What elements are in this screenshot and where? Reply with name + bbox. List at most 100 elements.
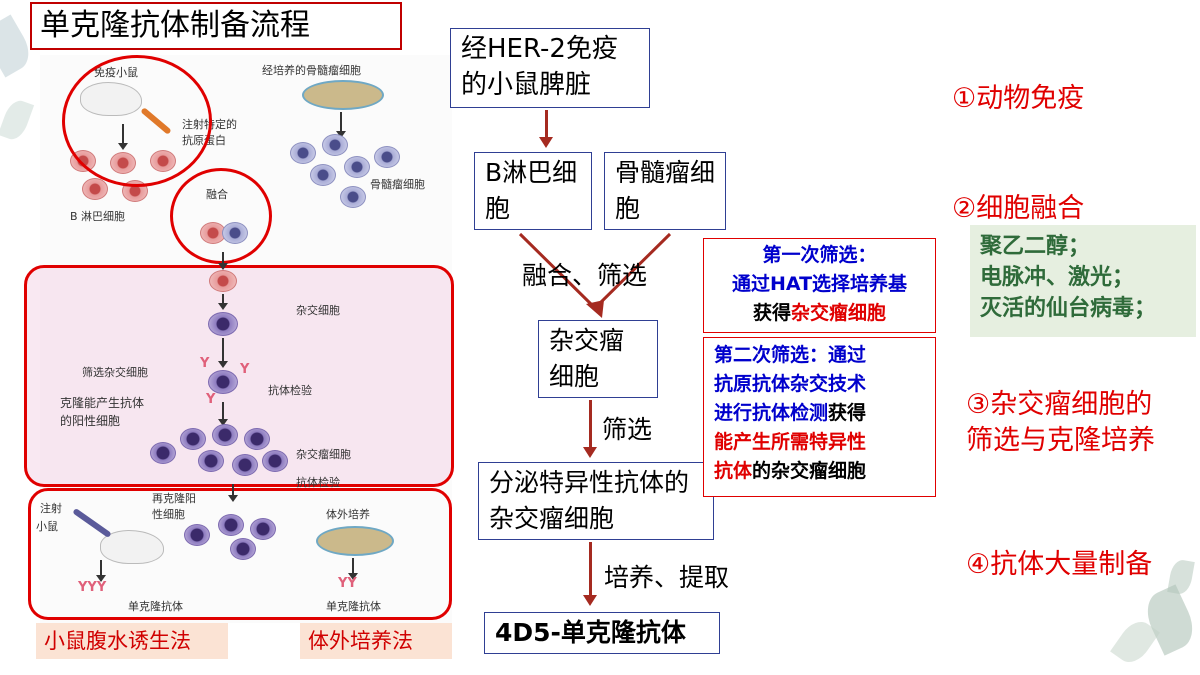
- flow-final-box: 4D5-单克隆抗体: [484, 612, 720, 654]
- hybridoma-cell: [198, 450, 224, 472]
- flow-myeloma-box: 骨髓瘤细胞: [604, 152, 726, 230]
- second-screening-line2: 抗原抗体杂交技术: [714, 373, 867, 395]
- second-screening-box: 第二次筛选：通过 抗原抗体杂交技术 进行抗体检测获得 能产生所需特异性 抗体的杂…: [703, 337, 936, 497]
- myeloma-cell: [290, 142, 316, 164]
- label-hybrid-cells: 杂交细胞: [296, 304, 340, 317]
- hybridoma-cell: [150, 442, 176, 464]
- flow-fusion-arrows: [518, 232, 672, 318]
- arrow-dish-antibody: [348, 558, 358, 580]
- label-clone-positive-2: 的阳性细胞: [60, 414, 121, 428]
- first-screening-line3: 获得杂交瘤细胞: [704, 299, 935, 328]
- myeloma-cell: [340, 186, 366, 208]
- label-inject-mouse-2: 小鼠: [36, 520, 58, 533]
- second-screening-line1: 第二次筛选：通过: [714, 344, 867, 366]
- second-screening-hybridoma: 的杂交瘤细胞: [752, 460, 867, 482]
- fusion-method-electric: 电脉冲、激光；: [980, 265, 1135, 290]
- arrow-screen-down: [218, 338, 228, 368]
- second-screening-obtain: 获得: [828, 402, 867, 424]
- fusion-method-virus: 灭活的仙台病毒；: [980, 296, 1157, 321]
- positive-cell: [230, 538, 256, 560]
- first-screening-box: 第一次筛选： 通过HAT选择培养基 获得杂交瘤细胞: [703, 238, 936, 333]
- method-in-vitro-label: 体外培养法: [300, 623, 452, 659]
- hybrid-cell: [208, 312, 238, 336]
- arrow-clone-down: [218, 402, 228, 426]
- antibody-icon: Y: [200, 356, 210, 371]
- flow-specific-hybridoma-box: 分泌特异性抗体的杂交瘤细胞: [478, 462, 714, 540]
- myeloma-cell: [344, 156, 370, 178]
- second-screening-line5: 抗体的杂交瘤细胞: [714, 457, 935, 486]
- flow-myeloma-text: 骨髓瘤细胞: [615, 158, 716, 223]
- flow-specific-hybridoma-text: 分泌特异性抗体的杂交瘤细胞: [489, 468, 690, 533]
- second-screening-line4: 能产生所需特异性: [714, 431, 867, 453]
- label-hybridoma-cells: 杂交瘤细胞: [296, 448, 351, 461]
- flow-arrow-spleen: [539, 110, 553, 148]
- leaf-decoration-top-left-2: [0, 97, 35, 143]
- second-screening-line3: 进行抗体检测获得: [714, 399, 935, 428]
- mouse-icon: [100, 530, 164, 564]
- antibody-icon: YY: [338, 576, 357, 591]
- label-screen-hybrid: 筛选杂交细胞: [82, 366, 148, 379]
- first-screening-result: 杂交瘤细胞: [791, 302, 887, 324]
- step-3-label-line2: 筛选与克隆培养: [966, 425, 1155, 456]
- fusion-methods-box: 聚乙二醇； 电脉冲、激光； 灭活的仙台病毒；: [970, 225, 1196, 337]
- highlight-circle-fusion: [170, 168, 272, 264]
- antibody-icon: YYY: [78, 580, 107, 595]
- first-screening-obtain: 获得: [752, 302, 791, 324]
- hybridoma-cell: [262, 450, 288, 472]
- flow-b-cell-box: B淋巴细胞: [474, 152, 592, 230]
- label-cultured-myeloma: 经培养的骨髓瘤细胞: [262, 64, 361, 77]
- positive-cell: [218, 514, 244, 536]
- antibody-icon: Y: [240, 362, 250, 377]
- label-antibody-test-2: 抗体检验: [296, 476, 340, 489]
- flow-fuse-screen-label: 融合、筛选: [522, 261, 648, 290]
- hybridoma-cell: [244, 428, 270, 450]
- screening-highlight-box: [24, 265, 454, 487]
- hybridoma-cell: [232, 454, 258, 476]
- flow-final-text: 4D5-单克隆抗体: [495, 618, 686, 647]
- flow-spleen-box: 经HER-2免疫的小鼠脾脏: [450, 28, 650, 108]
- fused-cell: [209, 270, 237, 292]
- positive-cell: [184, 524, 210, 546]
- screened-hybrid-cell: [208, 370, 238, 394]
- arrow-hybrid-down: [218, 294, 228, 310]
- label-clone-positive-1: 克隆能产生抗体: [60, 396, 145, 410]
- first-screening-line2: 通过HAT选择培养基: [731, 273, 908, 295]
- step-2-label: ②细胞融合: [952, 193, 1085, 224]
- production-highlight-box: [28, 488, 452, 620]
- hybridoma-cell: [180, 428, 206, 450]
- step-3-label-line1: ③杂交瘤细胞的: [966, 389, 1153, 420]
- label-mab-left: 单克隆抗体: [128, 600, 183, 613]
- step-4-label: ④抗体大量制备: [966, 549, 1153, 580]
- second-screening-antibody: 抗体: [714, 460, 753, 482]
- antibody-icon: Y: [206, 392, 216, 407]
- label-reclone-1: 再克隆阳: [152, 492, 196, 505]
- label-reclone-2: 性细胞: [152, 508, 185, 521]
- first-screening-title: 第一次筛选：: [762, 244, 877, 266]
- flow-spleen-text: 经HER-2免疫的小鼠脾脏: [461, 34, 618, 100]
- positive-cell: [250, 518, 276, 540]
- label-b-cells: B 淋巴细胞: [70, 210, 126, 223]
- myeloma-cell: [322, 134, 348, 156]
- flow-culture-extract-label: 培养、提取: [604, 563, 730, 592]
- flow-hybridoma-text: 杂交瘤细胞: [549, 326, 625, 391]
- arrow-fusion-down: [218, 252, 228, 270]
- highlight-circle-immunization: [62, 55, 212, 187]
- page-title: 单克隆抗体制备流程: [30, 2, 402, 50]
- petri-dish-icon: [302, 80, 384, 110]
- hybridoma-cell: [212, 424, 238, 446]
- label-in-vitro: 体外培养: [326, 508, 370, 521]
- myeloma-cell: [374, 146, 400, 168]
- flow-b-cell-text: B淋巴细胞: [485, 158, 578, 223]
- label-mab-right: 单克隆抗体: [326, 600, 381, 613]
- petri-dish-icon: [316, 526, 394, 556]
- flow-arrow-culture: [583, 542, 597, 606]
- second-screening-test: 进行抗体检测: [714, 402, 829, 424]
- leaf-decoration-right: [1167, 558, 1195, 596]
- label-inject-mouse-1: 注射: [40, 502, 62, 515]
- arrow-mouse-antibody: [96, 560, 106, 582]
- label-myeloma-cells: 骨髓瘤细胞: [370, 178, 425, 191]
- flow-arrow-screen: [583, 400, 597, 458]
- myeloma-cell: [310, 164, 336, 186]
- step-1-label: ①动物免疫: [952, 83, 1085, 114]
- arrow-production-down: [228, 484, 238, 502]
